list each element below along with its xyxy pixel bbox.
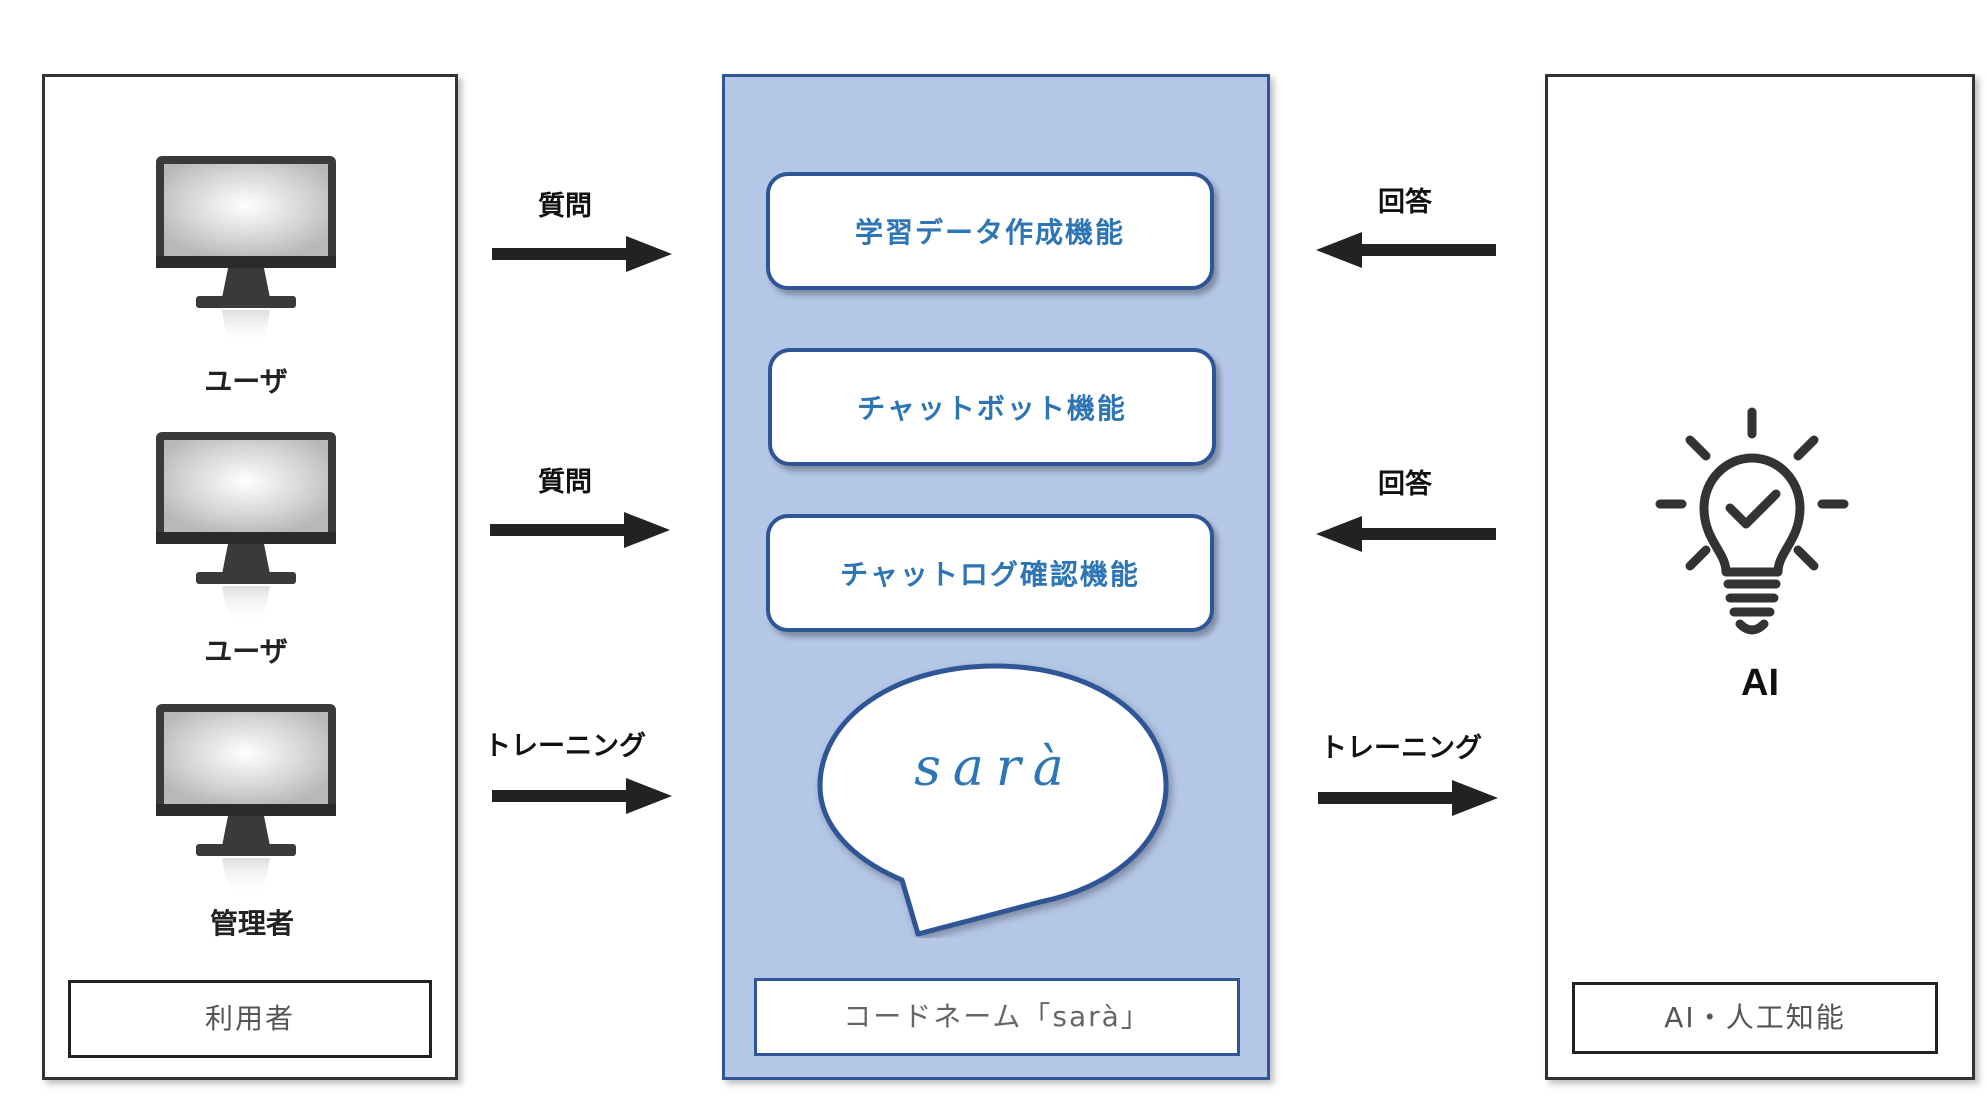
arrow-left-icon [1316,514,1496,554]
ai-label: AI [1741,662,1779,704]
ai-panel [1545,74,1975,1080]
arrow-label-training-left: トレーニング [484,731,646,762]
arrow-label-question-2: 質問 [538,467,592,498]
user-panel-footer: 利用者 [68,980,432,1058]
ai-panel-footer: AI・人工知能 [1572,982,1938,1054]
function-box-chatlog: チャットログ確認機能 [766,514,1214,632]
user-label-1: ユーザ [204,365,288,398]
arrow-right-icon [492,234,672,274]
arrow-right-icon [1318,778,1498,818]
arrow-label-training-right: トレーニング [1320,733,1482,764]
arrow-label-answer-1: 回答 [1378,187,1432,218]
speech-bubble-icon [817,663,1169,937]
arrow-label-question-1: 質問 [538,191,592,222]
arrow-left-icon [1316,230,1496,270]
function-box-training-data: 学習データ作成機能 [766,172,1214,290]
user-label-2: ユーザ [204,635,288,668]
monitor-icon [146,152,346,352]
admin-label: 管理者 [209,907,294,940]
arrow-label-answer-2: 回答 [1378,469,1432,500]
sara-panel-footer: コードネーム「sarà」 [754,978,1240,1056]
arrow-right-icon [490,510,670,550]
monitor-icon [146,700,346,900]
lightbulb-check-icon [1655,407,1849,635]
function-box-chatbot: チャットボット機能 [768,348,1216,466]
bubble-text: sarà [914,738,1076,798]
arrow-right-icon [492,776,672,816]
monitor-icon [146,428,346,628]
